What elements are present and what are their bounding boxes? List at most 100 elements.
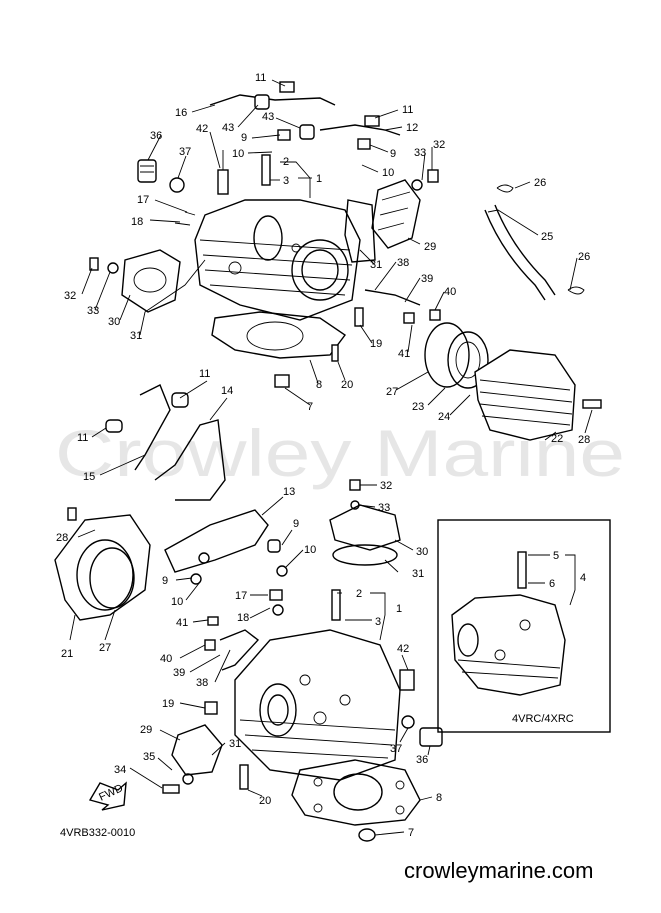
callout-17: 17 xyxy=(137,194,149,206)
callout-20: 20 xyxy=(259,795,271,807)
callout-16: 16 xyxy=(175,107,187,119)
callout-33: 33 xyxy=(378,502,390,514)
callout-1: 1 xyxy=(316,173,322,185)
callout-28: 28 xyxy=(578,434,590,446)
callout-32: 32 xyxy=(433,139,445,151)
breather-hose xyxy=(494,204,556,296)
callout-9: 9 xyxy=(241,132,247,144)
callout-9: 9 xyxy=(162,575,168,587)
callout-34: 34 xyxy=(114,764,126,776)
callout-37: 37 xyxy=(390,743,402,755)
callout-5: 5 xyxy=(553,550,559,562)
website-label: crowleymarine.com xyxy=(404,858,594,883)
intake-gasket xyxy=(424,322,470,388)
inset-cylinder-head xyxy=(451,594,566,696)
callout-13: 13 xyxy=(283,486,295,498)
cylinder-shroud-left xyxy=(54,514,151,621)
callout-38: 38 xyxy=(196,677,208,689)
callout-33: 33 xyxy=(87,305,99,317)
callout-21: 21 xyxy=(61,648,73,660)
callout-31: 31 xyxy=(229,738,241,750)
callout-29: 29 xyxy=(140,724,152,736)
callout-24: 24 xyxy=(438,411,450,423)
valve-cover-upper xyxy=(371,179,421,249)
callout-7: 7 xyxy=(408,827,414,839)
callout-29: 29 xyxy=(424,241,436,253)
callout-43: 43 xyxy=(262,111,274,123)
callout-26: 26 xyxy=(578,251,590,263)
rear-cylinder-head xyxy=(194,199,361,321)
callout-8: 8 xyxy=(436,792,442,804)
callout-14: 14 xyxy=(221,385,233,397)
callout-26: 26 xyxy=(534,177,546,189)
callout-42: 42 xyxy=(397,643,409,655)
plug-upper xyxy=(137,159,157,183)
callout-28: 28 xyxy=(56,532,68,544)
callout-37: 37 xyxy=(179,146,191,158)
callout-18: 18 xyxy=(237,612,249,624)
callout-11: 11 xyxy=(402,104,413,116)
engine-bracket-13 xyxy=(164,509,269,573)
callout-2: 2 xyxy=(356,588,362,600)
inset-label: 4VRC/4XRC xyxy=(512,713,574,725)
callout-27: 27 xyxy=(99,642,111,654)
callout-22: 22 xyxy=(551,433,563,445)
callout-9: 9 xyxy=(390,148,396,160)
callout-18: 18 xyxy=(131,216,143,228)
callout-31: 31 xyxy=(370,259,382,271)
callout-10: 10 xyxy=(232,148,244,160)
callout-6: 6 xyxy=(549,578,555,590)
callout-41: 41 xyxy=(398,348,410,360)
callout-41: 41 xyxy=(176,617,188,629)
inset-panel: 4VRC/4XRC xyxy=(437,519,611,733)
bracket-12 xyxy=(319,124,401,136)
callout-23: 23 xyxy=(412,401,424,413)
callout-17: 17 xyxy=(235,590,247,602)
callout-10: 10 xyxy=(382,167,394,179)
callout-25: 25 xyxy=(541,231,553,243)
callout-10: 10 xyxy=(304,544,316,556)
callout-8: 8 xyxy=(316,379,322,391)
callout-39: 39 xyxy=(173,667,185,679)
leader-lines xyxy=(69,79,593,836)
callout-12: 12 xyxy=(406,122,418,134)
callout-11: 11 xyxy=(255,72,266,84)
callout-2: 2 xyxy=(283,156,289,168)
cylinder-shroud-right xyxy=(474,349,576,441)
head-gasket-upper xyxy=(211,311,346,359)
callout-32: 32 xyxy=(64,290,76,302)
callout-40: 40 xyxy=(160,653,172,665)
callout-30: 30 xyxy=(108,316,120,328)
callout-19: 19 xyxy=(370,338,382,350)
callout-31: 31 xyxy=(130,330,142,342)
callout-3: 3 xyxy=(283,175,289,187)
diagram-code: 4VRB332-0010 xyxy=(60,827,135,839)
spark-plug-upper xyxy=(217,150,229,195)
callout-36: 36 xyxy=(416,754,428,766)
head-gasket-lower xyxy=(291,759,421,826)
callout-30: 30 xyxy=(416,546,428,558)
callout-40: 40 xyxy=(444,286,456,298)
side-cover-left xyxy=(121,249,181,313)
callout-1: 1 xyxy=(396,603,402,615)
callout-35: 35 xyxy=(143,751,155,763)
callout-11: 11 xyxy=(77,432,88,444)
engine-bracket-14 xyxy=(154,419,226,501)
callout-19: 19 xyxy=(162,698,174,710)
callout-27: 27 xyxy=(386,386,398,398)
callout-10: 10 xyxy=(171,596,183,608)
front-cylinder-head xyxy=(234,629,401,781)
callout-38: 38 xyxy=(397,257,409,269)
callout-9: 9 xyxy=(293,518,299,530)
callout-7: 7 xyxy=(307,401,313,413)
callout-4: 4 xyxy=(580,572,586,584)
fwd-arrow: FWD xyxy=(88,781,127,811)
callout-11: 11 xyxy=(199,368,210,380)
callout-36: 36 xyxy=(150,130,162,142)
callout-15: 15 xyxy=(83,471,95,483)
callout-42: 42 xyxy=(196,123,208,135)
callout-20: 20 xyxy=(341,379,353,391)
callout-39: 39 xyxy=(421,273,433,285)
callout-33: 33 xyxy=(414,147,426,159)
